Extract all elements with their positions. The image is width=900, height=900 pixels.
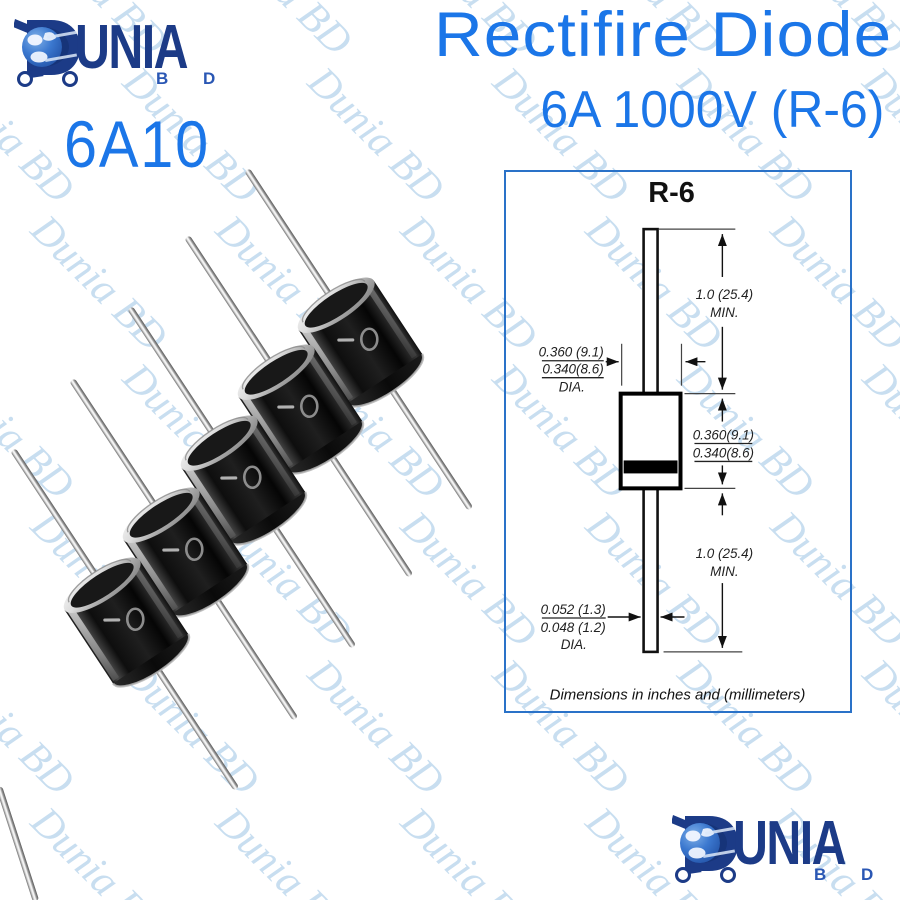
cart-wheel-icon xyxy=(17,71,33,87)
part-number: 6A10 xyxy=(64,107,210,181)
dim-lead-length-top: 1.0 (25.4) xyxy=(696,287,754,302)
brand-letter-d: D xyxy=(203,69,216,88)
dim-lead-length-top-min: MIN. xyxy=(710,305,738,320)
product-subtitle: 6A 1000V (R-6) xyxy=(539,81,884,139)
fraction-bars xyxy=(541,360,753,619)
brand-wordmark: UNIA xyxy=(75,13,189,82)
diagram-note: Dimensions in inches and (millimeters) xyxy=(550,687,806,704)
body-marking xyxy=(220,465,262,490)
dim-lead-length-bottom-min: MIN. xyxy=(710,564,738,579)
cathode-band-drawing xyxy=(623,460,678,474)
brand-wordmark: UNIA xyxy=(733,809,847,878)
dim-body-length-den: 0.340(8.6) xyxy=(693,445,754,460)
brand-letter-b: B xyxy=(156,69,169,88)
extension-lines xyxy=(621,228,743,653)
dim-lead-dia-label: DIA. xyxy=(561,637,587,652)
dim-body-dia-num: 0.360 (9.1) xyxy=(539,345,604,360)
cart-wheel-icon xyxy=(62,71,78,87)
package-diagram-box: R-6 xyxy=(504,170,852,713)
dim-body-length-num: 0.360(9.1) xyxy=(693,428,754,443)
package-diagram: R-6 xyxy=(539,177,806,704)
body-marking xyxy=(277,394,319,419)
brand-letter-b: B xyxy=(814,865,827,884)
diode-photo xyxy=(137,236,412,649)
product-title: Rectifire Diode xyxy=(433,0,892,70)
brand-logo-bottom: UNIA B D xyxy=(672,812,884,884)
dim-body-dia-den: 0.340(8.6) xyxy=(542,362,603,377)
dim-body-dia-label: DIA. xyxy=(559,380,585,395)
cart-d-icon xyxy=(14,19,80,80)
body-marking xyxy=(337,327,379,352)
diode-lead-partial xyxy=(0,786,49,900)
package-label: R-6 xyxy=(648,177,695,209)
cart-wheel-icon xyxy=(675,867,691,883)
body-marking xyxy=(103,607,145,632)
dimension-arrows xyxy=(605,234,727,648)
diode-photo xyxy=(22,379,297,792)
diode-body-drawing xyxy=(618,391,683,491)
brand-letter-d: D xyxy=(861,865,874,884)
dim-lead-dia-den: 0.048 (1.2) xyxy=(541,620,606,635)
dim-lead-dia-num: 0.052 (1.3) xyxy=(541,602,606,617)
dim-lead-length-bottom: 1.0 (25.4) xyxy=(696,546,754,561)
diode-photo xyxy=(80,307,355,720)
cart-wheel-icon xyxy=(720,867,736,883)
diode-photo xyxy=(0,449,238,862)
body-marking xyxy=(162,537,204,562)
brand-logo-top: UNIA B D xyxy=(14,16,226,88)
cart-d-icon xyxy=(672,815,738,876)
